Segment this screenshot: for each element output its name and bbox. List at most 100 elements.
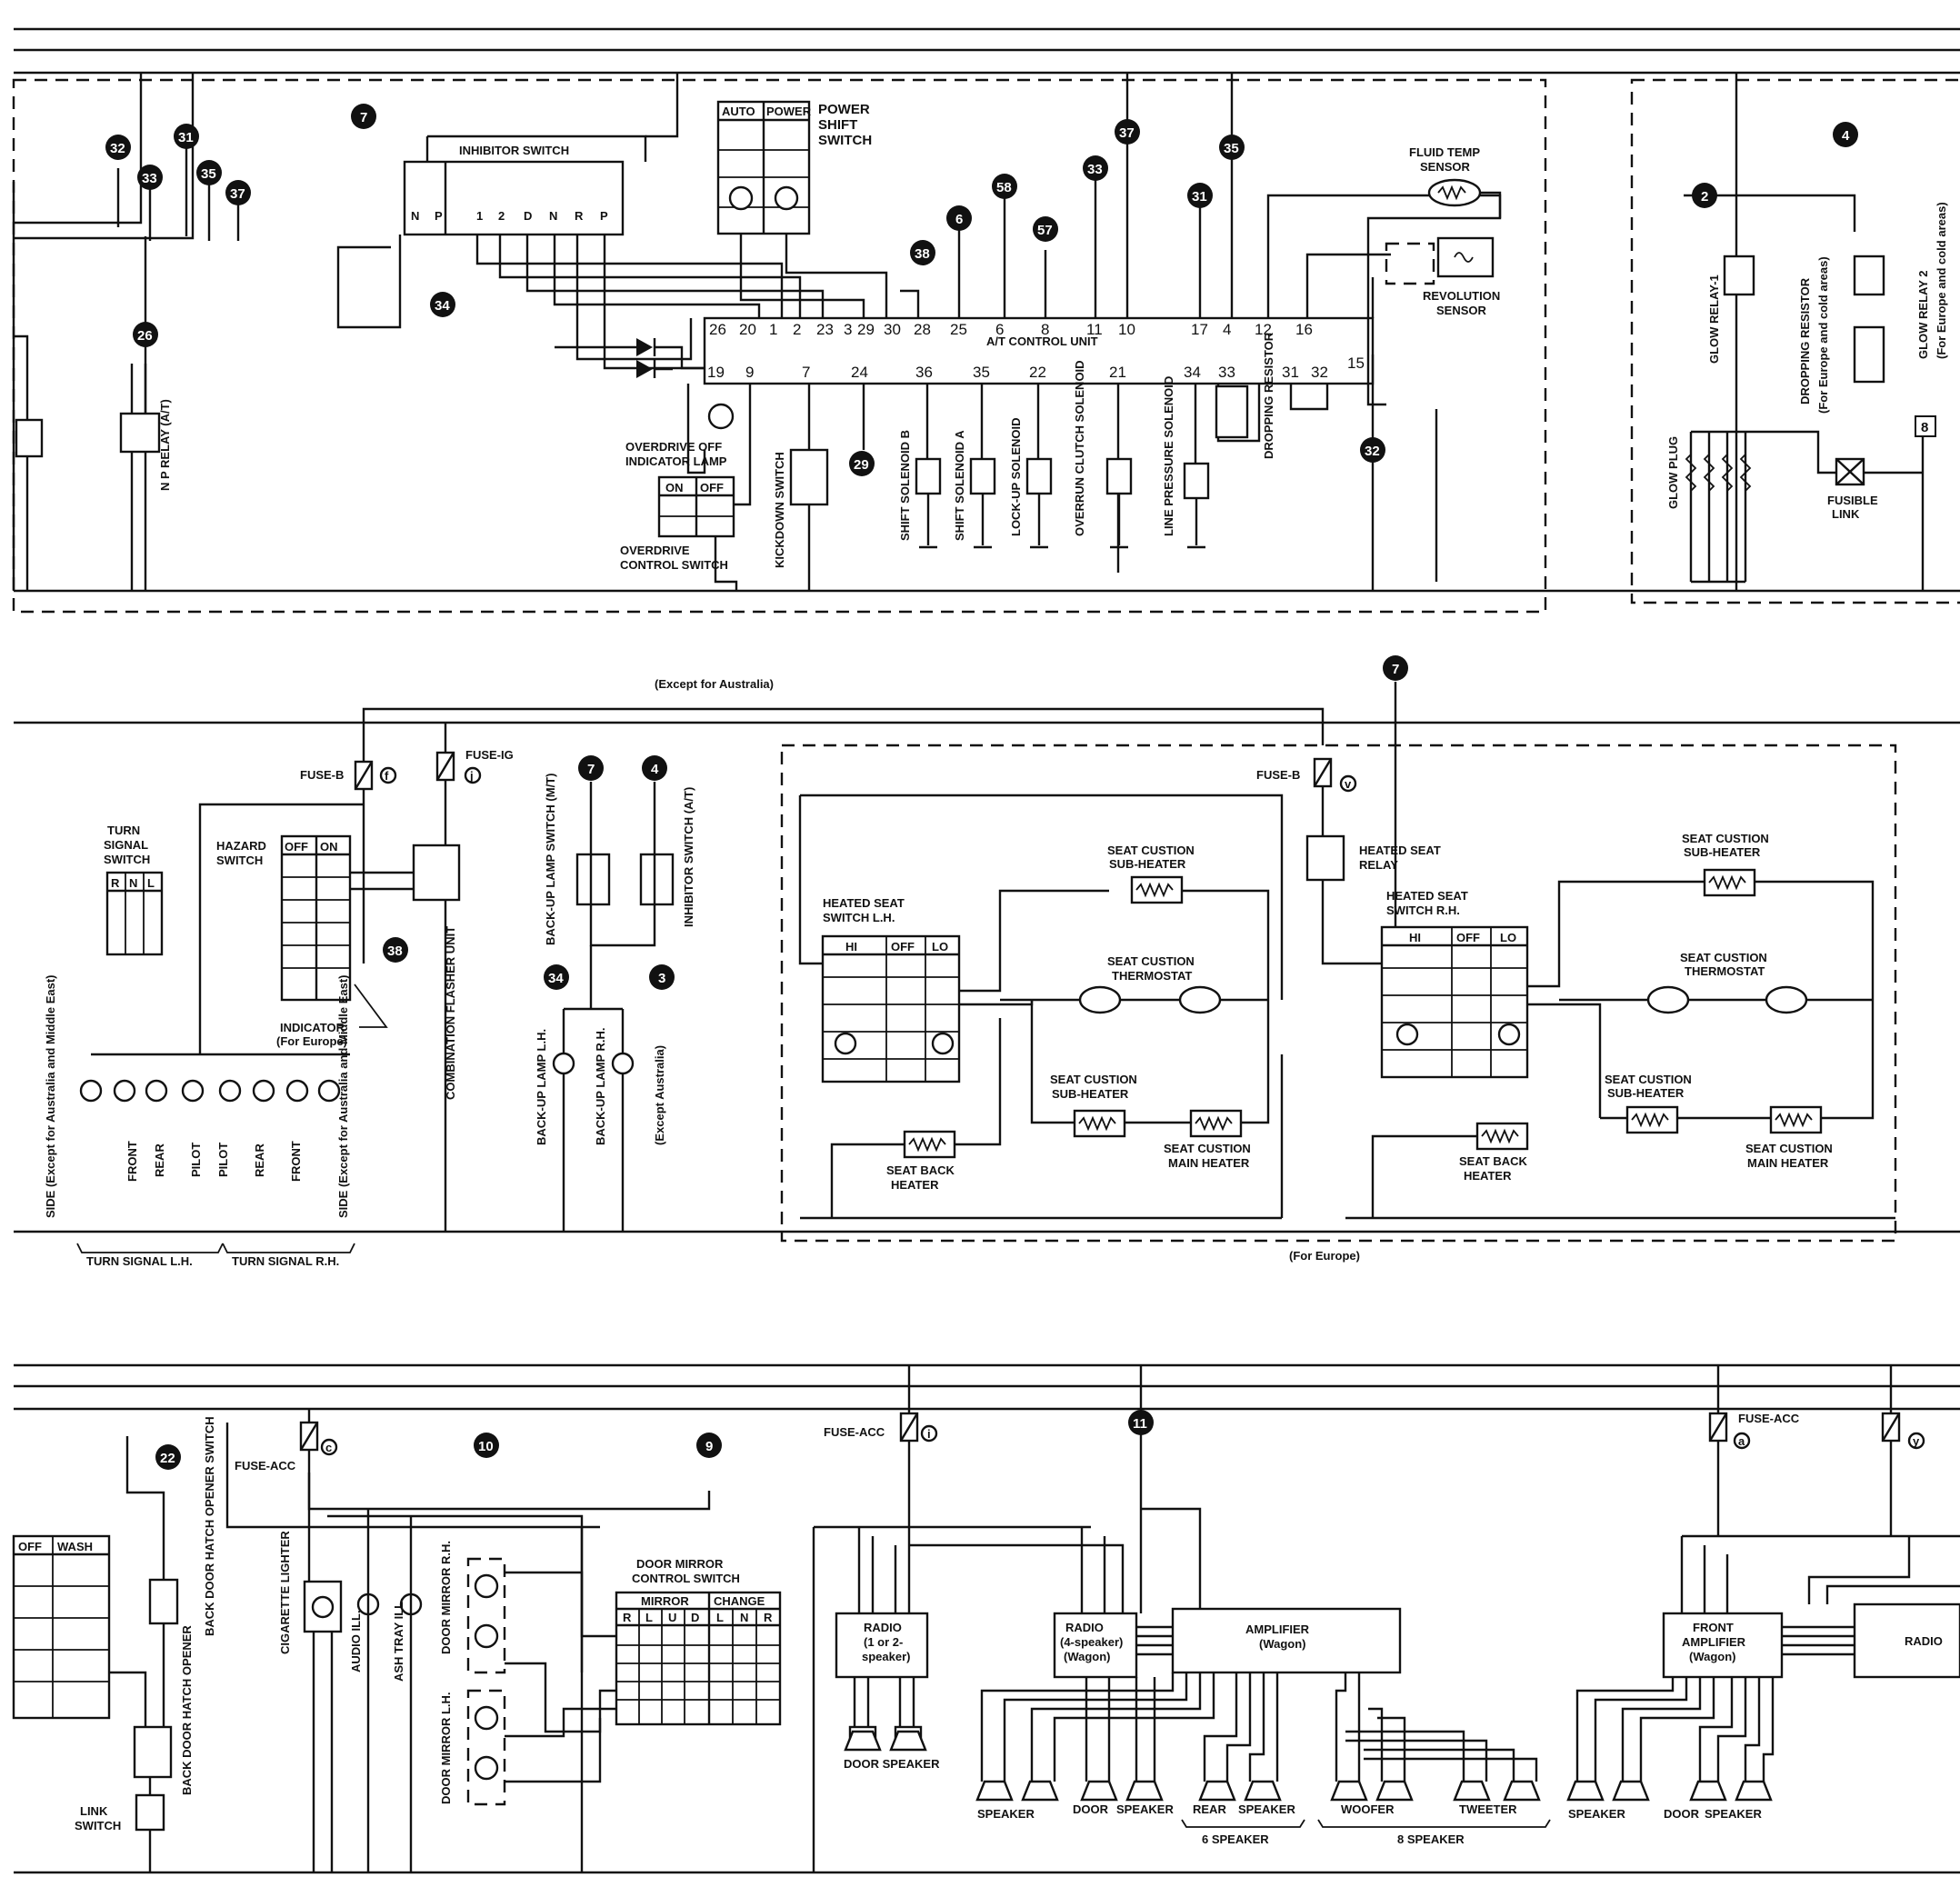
seat-lh-label-2: SWITCH L.H.	[823, 911, 895, 924]
svg-text:16: 16	[1295, 321, 1313, 338]
radio-4-label-3: (Wagon)	[1064, 1650, 1111, 1663]
refs-section3: 22 10 9 11	[155, 1410, 1154, 1470]
wiper-switch	[12, 1534, 111, 1720]
svg-text:35: 35	[201, 166, 216, 182]
lamp-front-lh: FRONT	[125, 1141, 139, 1182]
sub-heater-4a: SEAT CUSTION	[1605, 1073, 1692, 1086]
mirror-group-2: CHANGE	[714, 1594, 765, 1608]
seat-lh-col-hi: HI	[845, 940, 857, 953]
fuse-y-letter: y	[1913, 1434, 1920, 1448]
ref-marker: 37	[225, 180, 251, 205]
svg-text:32: 32	[1365, 444, 1380, 459]
svg-text:35: 35	[973, 364, 990, 381]
ref-marker: 2	[1692, 183, 1717, 208]
turn-switch-label-3: SWITCH	[104, 853, 150, 866]
ref-marker: 7	[351, 104, 376, 129]
svg-text:22: 22	[160, 1451, 175, 1466]
dropping-resistor-label: DROPPING RESISTOR	[1262, 332, 1275, 459]
svg-text:R: R	[575, 209, 584, 223]
flasher-label: COMBINATION FLASHER UNIT	[444, 926, 457, 1100]
door-label-1: DOOR	[1073, 1802, 1109, 1816]
section-lighting-seat: FUSE-B f FUSE-IG j R N L TURN SIGNAL SWI…	[14, 677, 1960, 1268]
fuse-b-letter: f	[385, 769, 389, 783]
lamp-rear-rh: REAR	[253, 1143, 266, 1177]
glow-dropping-resistor	[1853, 325, 1885, 384]
mirror-col: N	[740, 1611, 748, 1624]
speaker-label-5: SPEAKER	[1705, 1807, 1762, 1821]
shift-solenoid-b-icon	[915, 457, 942, 495]
indicator-lamp-icon	[774, 185, 799, 211]
glow-relay-2-label: GLOW RELAY 2	[1916, 270, 1930, 359]
svg-text:25: 25	[950, 321, 967, 338]
svg-text:11: 11	[1086, 321, 1103, 338]
ref-marker: 38	[383, 937, 408, 963]
svg-text:P: P	[600, 209, 608, 223]
heated-relay-label-2: RELAY	[1359, 858, 1398, 872]
refs-section1: 32 31 33 35 37 7 37 33 35 58 6 57 38 31 …	[105, 104, 1936, 476]
main-heater-1b: MAIN HEATER	[1168, 1156, 1250, 1170]
refs-section2: 7 4 7 38 34 3	[383, 655, 1408, 990]
svg-text:11: 11	[1133, 1416, 1147, 1432]
svg-text:8: 8	[1921, 420, 1928, 435]
thermostat-2a: SEAT CUSTION	[1680, 951, 1767, 964]
ref-marker: 4	[642, 755, 667, 781]
fuse-b2-label: FUSE-B	[1256, 768, 1300, 782]
kickdown-label: KICKDOWN SWITCH	[773, 452, 786, 568]
door-speaker-label-1: DOOR SPEAKER	[844, 1757, 940, 1771]
turn-col-n: N	[129, 876, 137, 890]
glow-relay-2-note: (For Europe and cold areas)	[1935, 202, 1948, 359]
inhibitor-switch-at	[639, 853, 675, 906]
ref-marker: 32	[105, 135, 131, 160]
hazard-label-2: SWITCH	[216, 854, 263, 867]
diode-1	[636, 338, 656, 356]
ref-marker: 26	[133, 322, 158, 347]
turn-switch-label-2: SIGNAL	[104, 838, 148, 852]
svg-text:17: 17	[1191, 321, 1208, 338]
section-accessories: OFF WASH BACK DOOR HATCH OPENER SWITCH B…	[12, 1363, 1960, 1874]
back-door-switch	[148, 1578, 179, 1625]
solenoid-label-line: LINE PRESSURE SOLENOID	[1162, 376, 1175, 536]
hazard-col-off: OFF	[285, 840, 308, 854]
inhibitor-switch-label: INHIBITOR SWITCH	[459, 144, 569, 157]
thermostat-1a: SEAT CUSTION	[1107, 954, 1195, 968]
svg-text:N: N	[549, 209, 557, 223]
hazard-label-1: HAZARD	[216, 839, 266, 853]
solenoid-label-a: SHIFT SOLENOID A	[953, 430, 966, 541]
at-bottom-pins: 19 9 7 24 36 35 22 21 34 33 31 32	[707, 364, 1328, 381]
main-heater-2a: SEAT CUSTION	[1745, 1142, 1833, 1155]
ref-marker: 4	[1833, 122, 1858, 147]
lamp-icon	[181, 1079, 205, 1103]
six-speaker-label: 6 SPEAKER	[1202, 1832, 1269, 1846]
np-relay-label: N P RELAY (A/T)	[158, 399, 172, 491]
fusible-link-label-1: FUSIBLE	[1827, 494, 1878, 507]
backup-rh-label: BACK-UP LAMP R.H.	[594, 1027, 607, 1145]
link-switch-label-2: SWITCH	[75, 1819, 121, 1832]
svg-text:12: 12	[1255, 321, 1272, 338]
seat-rh-col-off: OFF	[1456, 931, 1480, 944]
thermostat-2b: THERMOSTAT	[1685, 964, 1765, 978]
svg-text:35: 35	[1224, 141, 1239, 156]
ref-marker: 38	[910, 240, 935, 265]
seat-rh-label-1: HEATED SEAT	[1386, 889, 1468, 903]
np-relay	[119, 412, 161, 454]
svg-text:3: 3	[844, 321, 852, 338]
door-speaker-icons	[844, 1725, 927, 1752]
inhibitor-at-label: INHIBITOR SWITCH (A/T)	[682, 787, 695, 927]
svg-text:22: 22	[1029, 364, 1046, 381]
mirror-col: U	[668, 1611, 676, 1624]
svg-text:33: 33	[1087, 162, 1103, 177]
fuse-acc-3-letter: a	[1738, 1434, 1745, 1448]
relay-left	[15, 418, 44, 458]
radio-right	[1853, 1602, 1960, 1679]
svg-text:36: 36	[915, 364, 933, 381]
lamp-icon	[218, 1079, 242, 1103]
section-transmission: N P RELAY (A/T) INHIBITOR SWITCH N P 1 2…	[12, 27, 1960, 614]
ref-marker: 7	[578, 755, 604, 781]
svg-text:31: 31	[1282, 364, 1299, 381]
backup-lamp-switch	[575, 853, 611, 906]
ref-marker: 33	[1083, 155, 1108, 181]
diode-2	[636, 360, 656, 378]
sub-heater-3b: SUB-HEATER	[1684, 845, 1761, 859]
at-unit-title: A/T CONTROL UNIT	[986, 334, 1098, 348]
door-mirror-control-switch	[615, 1591, 782, 1726]
